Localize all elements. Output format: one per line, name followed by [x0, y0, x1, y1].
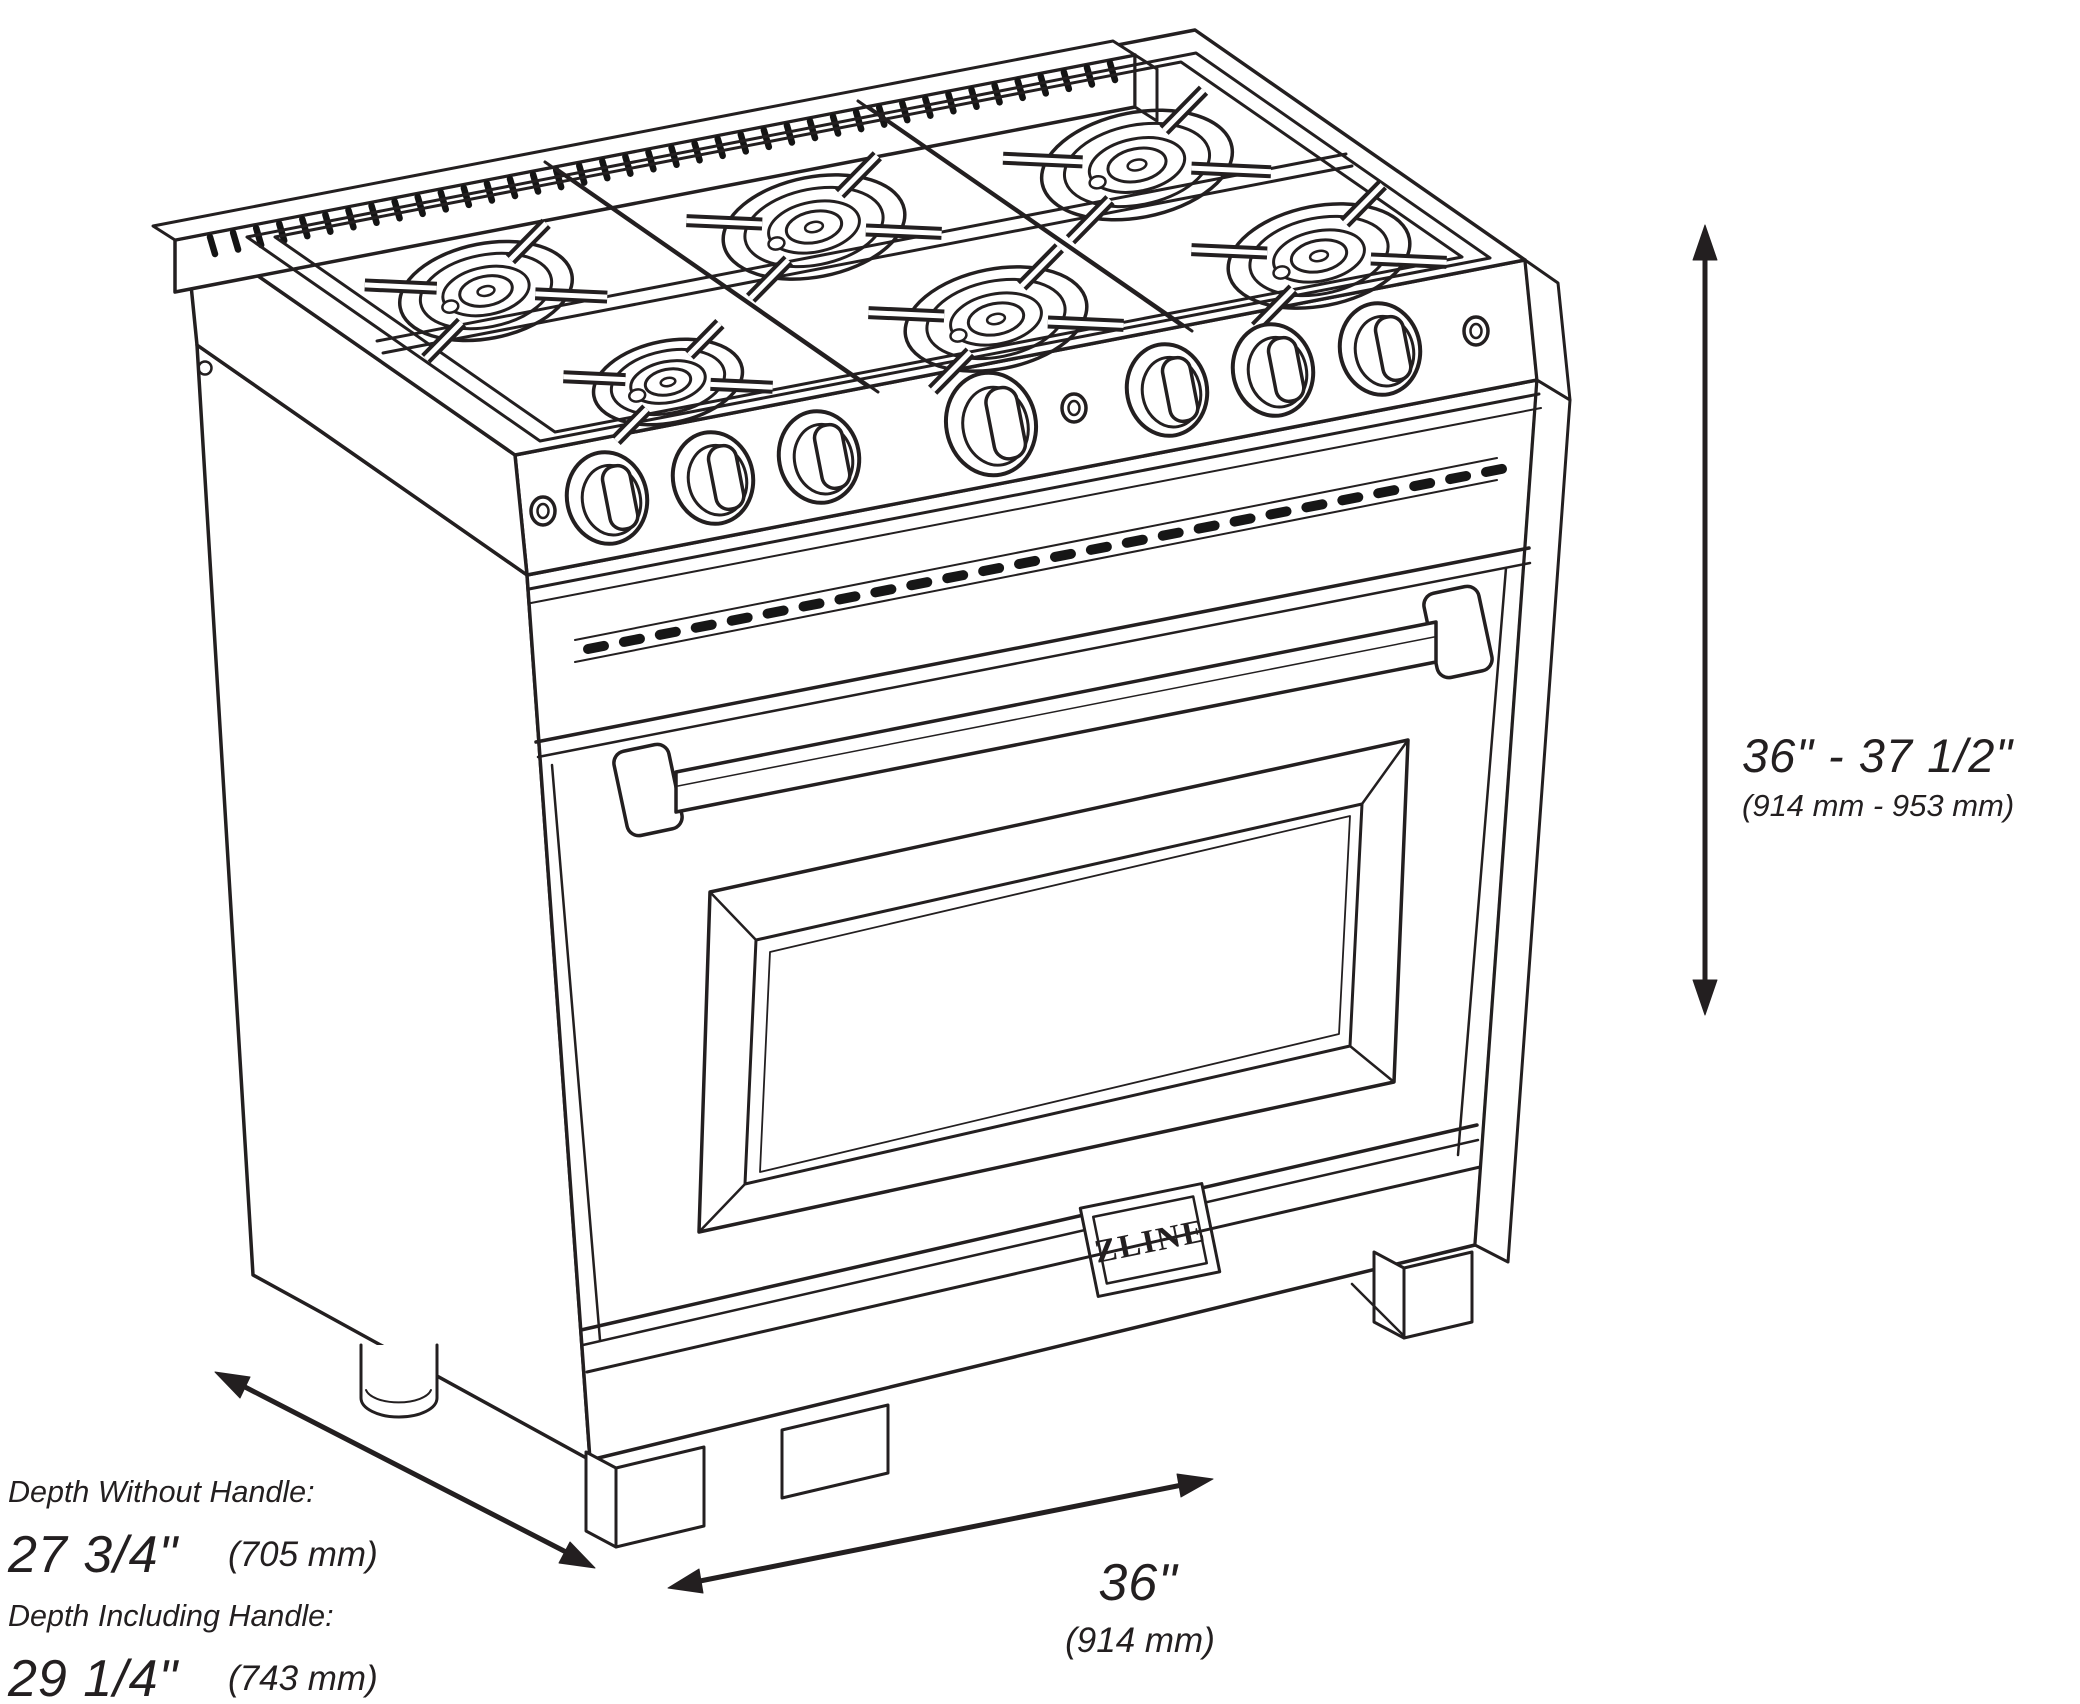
zline-badge: ZLINE: [1078, 1182, 1222, 1298]
width-dimension-arrow: [667, 1473, 1214, 1594]
feet: [584, 1250, 1474, 1549]
height-dimension-arrow: [1692, 224, 1718, 1016]
oven-vent-slots: [583, 463, 1507, 654]
indicator-lights: [529, 315, 1490, 527]
width-dimension-label: 36": [1098, 1554, 1179, 1612]
depth-without-handle-metric: (705 mm): [228, 1535, 378, 1574]
front-left-foot: [614, 1445, 706, 1549]
depth-including-handle-metric: (743 mm): [228, 1659, 378, 1698]
front-right-foot: [1402, 1250, 1474, 1340]
oven-window: [697, 738, 1410, 1234]
front-face: [525, 378, 1572, 1462]
height-dimension-metric: (914 mm - 953 mm): [1742, 788, 2014, 823]
vent-rail: [151, 39, 1159, 294]
burners: [397, 108, 1412, 427]
depth-including-handle-value: 29 1/4": [7, 1650, 180, 1704]
rear-foot: [780, 1403, 890, 1500]
depth-including-handle-label: Depth Including Handle:: [8, 1599, 334, 1633]
dimension-annotations: 36" - 37 1/2" (914 mm - 953 mm) 36" (914…: [7, 729, 2014, 1704]
leveling-foot: [359, 1343, 439, 1419]
grate-fingers: [364, 85, 1447, 445]
depth-dimension-arrow: [214, 1371, 596, 1569]
handle-bar: [674, 620, 1438, 814]
control-knobs: [564, 301, 1423, 546]
depth-without-handle-label: Depth Without Handle:: [8, 1475, 315, 1509]
storage-drawer: [585, 1165, 1482, 1374]
vent-rail-slots: [206, 59, 1119, 258]
depth-without-handle-value: 27 3/4": [7, 1526, 180, 1584]
vent-rail-end-cap: [1133, 53, 1159, 123]
oven-handle: [612, 584, 1494, 838]
oven-door: [527, 392, 1542, 1347]
side-screw-icon: [197, 360, 213, 376]
height-dimension-label: 36" - 37 1/2": [1742, 729, 2014, 782]
width-dimension-metric: (914 mm): [1065, 1621, 1215, 1660]
